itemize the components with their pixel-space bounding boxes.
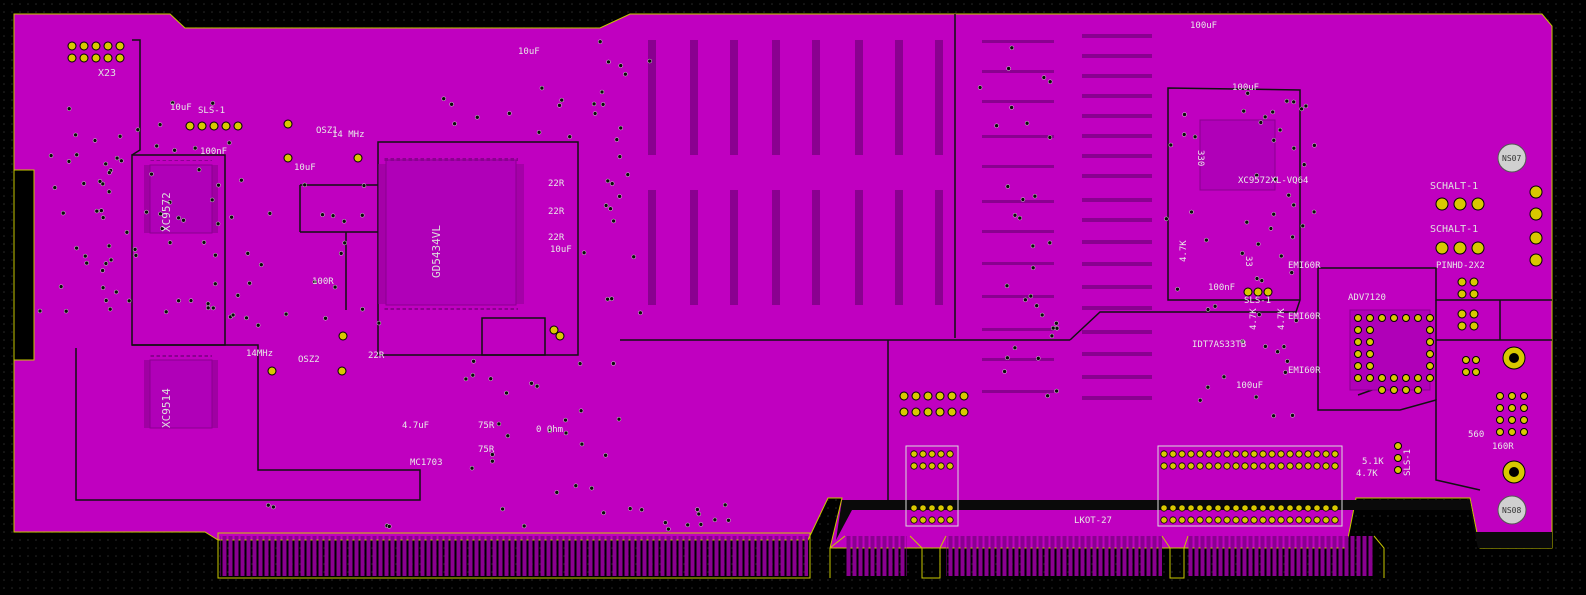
label-r-5k: 5.1K [1362, 457, 1384, 467]
label-r-560: 560 [1468, 430, 1484, 440]
left-bracket-cutout [13, 169, 35, 361]
soic-rows [982, 34, 1152, 400]
ic-bodies [144, 119, 1431, 433]
label-cap-10uf-mid: 10uF [294, 163, 316, 173]
label-idt: IDT7AS33TB [1192, 340, 1246, 350]
label-adv7120: ADV7120 [1348, 293, 1386, 303]
label-u33: 33 [1243, 256, 1253, 267]
label-cap-4u7: 4.7uF [402, 421, 429, 431]
label-osz2: OSZ2 [298, 355, 320, 365]
label-r-4k7-d: 4.7K [1356, 469, 1378, 479]
label-sls1-c: SLS-1 [1403, 449, 1413, 476]
ic-xc9514-body [149, 359, 213, 429]
label-res-100r: 100R [312, 277, 334, 287]
ic-xc9572xl-body [1199, 119, 1276, 191]
label-cap-10uf-top: 10uF [518, 47, 540, 57]
isa-finger-block-b [845, 536, 907, 576]
label-cap-100nf-r: 100nF [1208, 283, 1235, 293]
label-res-22r-1: 22R [548, 179, 565, 189]
label-cap-10u-left: 10uF [170, 103, 192, 113]
label-cap-100uf-top: 100uF [1190, 21, 1217, 31]
label-ohm-0: 0 Ohm [536, 425, 563, 435]
board-copper-pour [13, 13, 1553, 549]
label-res-22r-3: 22R [548, 233, 565, 243]
label-ic-gd5434: GD5434VL [430, 225, 443, 278]
mounting-holes [1497, 143, 1527, 525]
label-schalt-2: SCHALT-1 [1430, 224, 1478, 235]
header-pad-grid [910, 450, 1339, 524]
ns08-hole [1497, 495, 1527, 525]
label-ns07: NS07 [1502, 154, 1521, 163]
isa-finger-block-a [220, 536, 808, 576]
label-r-4k7-a: 4.7K [1179, 240, 1189, 262]
label-cap-100uf-right: 100uF [1232, 83, 1259, 93]
memory-strips [648, 40, 943, 305]
silkscreen-labels: X23 100uF 10uF 10uF SLS-1 OSZ1 14 MHz 10… [98, 21, 1521, 526]
label-ic-xc9572: XC9572 [160, 192, 173, 232]
label-schalt-1: SCHALT-1 [1430, 181, 1478, 192]
through-hole-pads [67, 41, 1543, 474]
label-r-160: 160R [1492, 442, 1514, 452]
ic-gd5434-body [385, 159, 517, 306]
label-mc1703: MC1703 [410, 458, 443, 468]
label-xc9-right: XC9572XL-VQ64 [1238, 176, 1308, 186]
label-sls1-a: SLS-1 [198, 106, 225, 116]
label-c-14mhz: 14MHz [246, 349, 273, 359]
label-freq-mhz: 14 MHz [332, 130, 365, 140]
label-pin-header: PINHD-2X2 [1436, 261, 1485, 271]
label-cap-100nf: 100nF [200, 147, 227, 157]
label-cap-10uf-right: 10uF [550, 245, 572, 255]
label-r-4k7-b: 4.7K [1277, 308, 1287, 330]
label-ferrite-3: EMI60R [1288, 366, 1321, 376]
ns07-hole [1497, 143, 1527, 173]
label-res-22r-2: 22R [548, 207, 565, 217]
label-res-22r-4: 22R [368, 351, 385, 361]
isa-finger-block-d [1188, 536, 1374, 576]
label-ic-xc9514: XC9514 [160, 388, 173, 428]
label-osz1: OSZ1 [316, 126, 338, 136]
isa-finger-block-c [946, 536, 1162, 576]
label-ferrite-2: EMI60R [1288, 312, 1321, 322]
label-res-75r-2: 75R [478, 445, 495, 455]
label-ns08: NS08 [1502, 506, 1521, 515]
via-field [37, 39, 1317, 532]
label-ferrite-1: EMI60R [1288, 261, 1321, 271]
label-r-330: 330 [1195, 150, 1205, 166]
bottom-headers [905, 445, 1343, 527]
label-r-4k7-c: 4.7K [1249, 308, 1259, 330]
label-res-75r-1: 75R [478, 421, 495, 431]
label-x23: X23 [98, 68, 116, 79]
label-lkot: LKOT-27 [1074, 516, 1112, 526]
label-sls1-b: SLS-1 [1244, 296, 1271, 306]
label-cap-100uf-b: 100uF [1236, 381, 1263, 391]
